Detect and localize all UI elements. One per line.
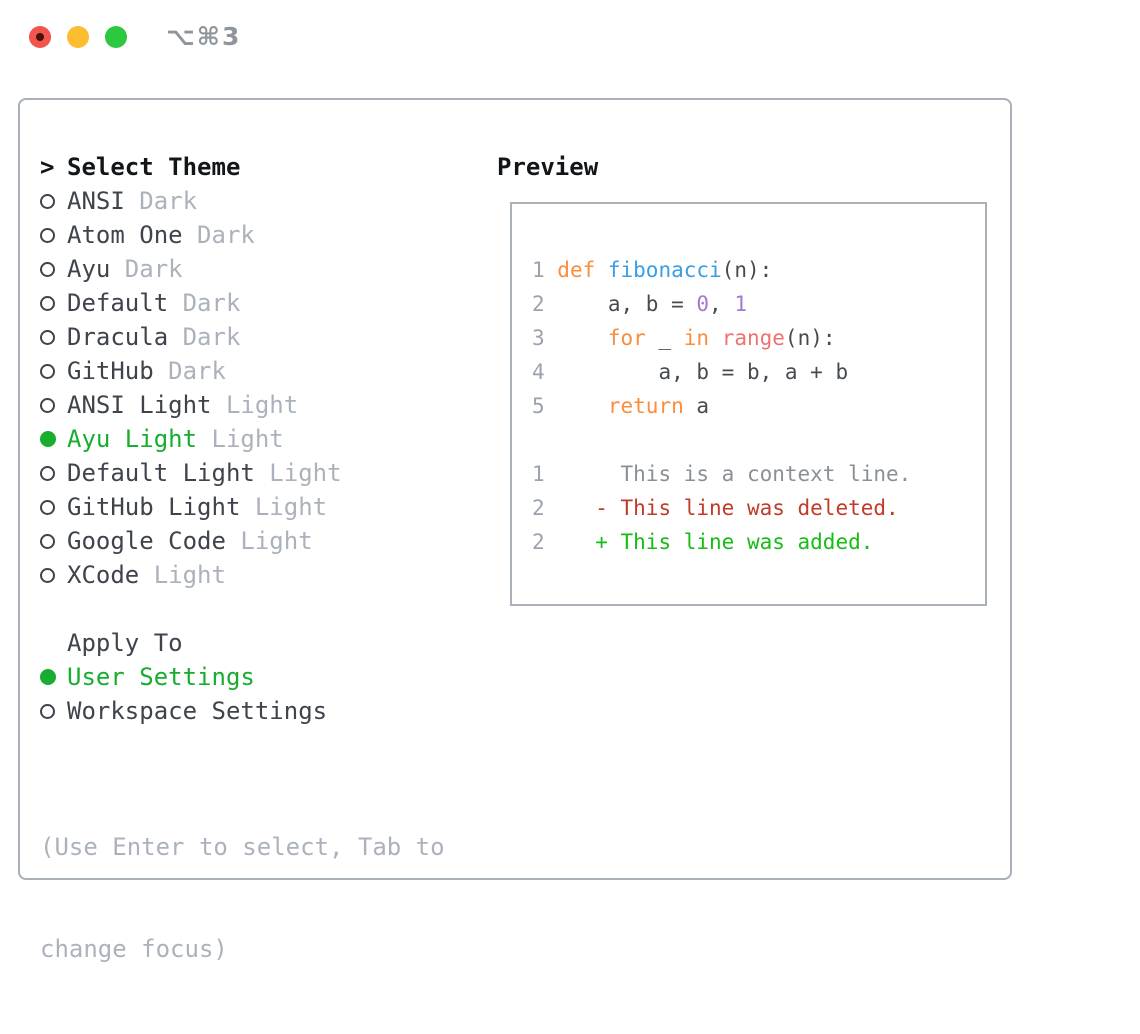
theme-option-default-light[interactable]: Default Light Light [40,456,445,490]
theme-option-google-code[interactable]: Google Code Light [40,524,445,558]
radio-unselected-icon [40,397,67,413]
radio-unselected-icon [40,261,67,277]
option-variant-label: Dark [153,357,226,385]
select-theme-header: > Select Theme [40,150,445,184]
keyboard-hint-line2: change focus) [40,935,228,963]
close-button[interactable] [29,26,51,48]
option-variant-label: Dark [124,187,198,215]
keyboard-hint: (Use Enter to select, Tab to change focu… [40,762,445,1034]
titlebar: ⌥⌘3 [0,0,1140,74]
option-label: ANSI [67,187,125,215]
option-label: Workspace Settings [67,697,328,725]
theme-option-default[interactable]: Default Dark [40,286,445,320]
option-variant-label: Light [254,459,342,487]
theme-option-ayu-light[interactable]: Ayu Light Light [40,422,445,456]
theme-option-dracula[interactable]: Dracula Dark [40,320,445,354]
window-title: ⌥⌘3 [166,22,242,51]
option-label: ANSI Light [67,391,212,419]
preview-title: Preview [497,153,599,181]
option-label: Ayu Light [67,425,198,453]
option-label: XCode [67,561,140,589]
radio-unselected-icon [40,499,67,515]
option-variant-label: Dark [182,221,255,249]
theme-option-atom-one[interactable]: Atom One Dark [40,218,445,252]
apply-option-user-settings[interactable]: User Settings [40,660,445,694]
code-line: 2 + This line was added. [532,530,874,554]
radio-selected-icon [40,669,67,685]
radio-unselected-icon [40,227,67,243]
theme-option-ansi[interactable]: ANSI Dark [40,184,445,218]
option-variant-label: Dark [168,323,241,351]
option-variant-label: Dark [110,255,183,283]
theme-option-github[interactable]: GitHub Dark [40,354,445,388]
apply-to-header: Apply To [40,626,445,660]
cursor-prefix: > [40,153,55,181]
option-label: Ayu [67,255,111,283]
apply-option-workspace-settings[interactable]: Workspace Settings [40,694,445,728]
select-theme-title: Select Theme [67,153,241,181]
radio-unselected-icon [40,703,67,719]
option-label: GitHub [67,357,154,385]
option-label: GitHub Light [67,493,241,521]
option-variant-label: Light [225,527,313,555]
code-line [532,423,985,457]
option-variant-label: Light [240,493,328,521]
zoom-button[interactable] [105,26,127,48]
option-label: Default [67,289,169,317]
code-line: 2 a, b = 0, 1 [532,292,747,316]
option-label: Google Code [67,527,226,555]
radio-unselected-icon [40,295,67,311]
radio-unselected-icon [40,363,67,379]
option-label: Atom One [67,221,183,249]
keyboard-hint-line1: (Use Enter to select, Tab to [40,833,445,861]
radio-unselected-icon [40,193,67,209]
apply-to-title: Apply To [67,629,183,657]
theme-option-xcode[interactable]: XCode Light [40,558,445,592]
theme-option-github-light[interactable]: GitHub Light Light [40,490,445,524]
option-variant-label: Dark [168,289,241,317]
preview-pane: 1 def fibonacci(n): 2 a, b = 0, 1 3 for _ … [510,202,987,606]
theme-picker-window: { "titlebar": { "title": "⌥⌘3" }, "theme… [0,0,1140,963]
option-variant-label: Light [197,425,284,453]
theme-option-ansi-light[interactable]: ANSI Light Light [40,388,445,422]
radio-unselected-icon [40,533,67,549]
code-line: 1 This is a context line. [532,462,912,486]
theme-option-ayu[interactable]: Ayu Dark [40,252,445,286]
radio-unselected-icon [40,329,67,345]
code-line: 2 - This line was deleted. [532,496,899,520]
code-line: 3 for _ in range(n): [532,326,836,350]
option-label: Default Light [67,459,255,487]
minimize-button[interactable] [67,26,89,48]
radio-unselected-icon [40,465,67,481]
radio-unselected-icon [40,567,67,583]
option-variant-label: Light [211,391,299,419]
option-variant-label: Light [139,561,226,589]
traffic-lights [29,26,127,48]
code-line: 1 def fibonacci(n): [532,258,773,282]
option-label: Dracula [67,323,169,351]
radio-selected-icon [40,431,67,447]
code-line: 4 a, b = b, a + b [532,360,849,384]
code-line: 5 return a [532,394,710,418]
option-label: User Settings [67,663,255,691]
